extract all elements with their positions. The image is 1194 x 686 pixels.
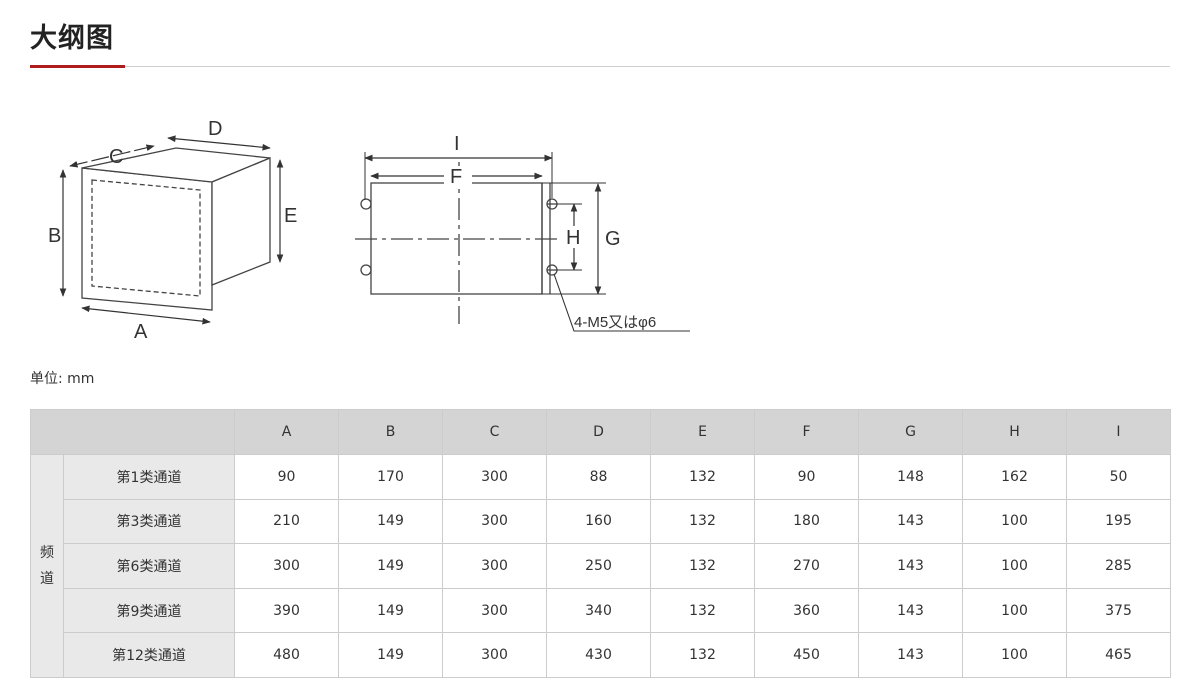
table-cell: 210 xyxy=(234,498,339,545)
table-cell: 100 xyxy=(962,587,1067,634)
table-cell: 340 xyxy=(546,587,651,634)
table-cell: 300 xyxy=(442,587,547,634)
table-cell: 50 xyxy=(1066,454,1171,500)
group-label: 频 道 xyxy=(30,454,64,678)
row-label: 第9类通道 xyxy=(63,587,235,634)
mounting-callout: 4-M5又はφ6 xyxy=(574,314,656,331)
header-cell: H xyxy=(962,409,1067,455)
table-cell: 300 xyxy=(442,498,547,545)
table-cell: 148 xyxy=(858,454,963,500)
table-cell: 300 xyxy=(442,632,547,678)
outline-diagram: B A C D E xyxy=(30,100,710,350)
table-cell: 88 xyxy=(546,454,651,500)
header-cell: D xyxy=(546,409,651,455)
table-cell: 132 xyxy=(650,587,755,634)
table-cell: 100 xyxy=(962,498,1067,545)
dim-label-b: B xyxy=(48,225,61,247)
table-cell: 149 xyxy=(338,587,443,634)
dim-label-c: C xyxy=(109,146,123,168)
header-cell: G xyxy=(858,409,963,455)
table-cell: 450 xyxy=(754,632,859,678)
table-header-row: A B C D E F G H I xyxy=(30,409,1171,455)
group-label-char: 频 xyxy=(40,544,54,561)
table-cell: 465 xyxy=(1066,632,1171,678)
table-row: 第9类通道 390 149 300 340 132 360 143 100 37… xyxy=(31,587,1171,634)
table-row: 频 道 第1类通道 90 170 300 88 132 90 148 162 5… xyxy=(30,454,1171,678)
table-cell: 132 xyxy=(650,632,755,678)
table-cell: 149 xyxy=(338,632,443,678)
table-cell: 195 xyxy=(1066,498,1171,545)
dim-label-i: I xyxy=(454,133,460,155)
dim-label-f: F xyxy=(450,166,462,188)
table-cell: 162 xyxy=(962,454,1067,500)
header-cell: F xyxy=(754,409,859,455)
table-cell: 300 xyxy=(442,454,547,500)
table-cell: 100 xyxy=(962,632,1067,678)
table-cell: 90 xyxy=(754,454,859,500)
dim-label-g: G xyxy=(605,228,621,250)
header-cell: E xyxy=(650,409,755,455)
dimension-table: A B C D E F G H I 频 道 第1类通道 90 170 300 8… xyxy=(30,409,1171,678)
table-cell: 149 xyxy=(338,543,443,589)
table-cell: 160 xyxy=(546,498,651,545)
dim-label-h: H xyxy=(566,227,580,249)
row-label: 第3类通道 xyxy=(63,498,235,545)
header-cell: B xyxy=(338,409,443,455)
isometric-box xyxy=(81,147,271,311)
table-cell: 132 xyxy=(650,498,755,545)
table-row: 第6类通道 300 149 300 250 132 270 143 100 28… xyxy=(31,543,1171,589)
table-cell: 430 xyxy=(546,632,651,678)
table-cell: 90 xyxy=(234,454,339,500)
table-cell: 143 xyxy=(858,498,963,545)
table-row: 第12类通道 480 149 300 430 132 450 143 100 4… xyxy=(31,632,1171,678)
table-cell: 170 xyxy=(338,454,443,500)
row-label: 第12类通道 xyxy=(63,632,235,678)
table-cell: 132 xyxy=(650,543,755,589)
outline-drawing: B A C D E xyxy=(48,118,690,343)
table-cell: 143 xyxy=(858,587,963,634)
header-cell: I xyxy=(1066,409,1171,455)
panel-front-view xyxy=(355,162,560,324)
table-cell: 300 xyxy=(442,543,547,589)
table-cell: 143 xyxy=(858,543,963,589)
table-cell: 250 xyxy=(546,543,651,589)
page-title: 大纲图 xyxy=(30,23,114,54)
title-accent-bar xyxy=(30,65,125,68)
row-label: 第6类通道 xyxy=(63,543,235,589)
title-divider xyxy=(30,66,1170,67)
table-cell: 300 xyxy=(234,543,339,589)
table-cell: 480 xyxy=(234,632,339,678)
table-cell: 143 xyxy=(858,632,963,678)
dim-label-e: E xyxy=(284,205,297,227)
group-label-char: 道 xyxy=(40,570,54,587)
header-cell: C xyxy=(442,409,547,455)
header-cell: A xyxy=(234,409,339,455)
table-cell: 270 xyxy=(754,543,859,589)
table-row: 第3类通道 210 149 300 160 132 180 143 100 19… xyxy=(31,498,1171,545)
row-label: 第1类通道 xyxy=(63,454,235,500)
table-cell: 390 xyxy=(234,587,339,634)
table-cell: 360 xyxy=(754,587,859,634)
table-cell: 132 xyxy=(650,454,755,500)
table-cell: 285 xyxy=(1066,543,1171,589)
table-cell: 180 xyxy=(754,498,859,545)
dim-label-a: A xyxy=(134,321,148,343)
dim-label-d: D xyxy=(208,118,222,140)
header-corner xyxy=(30,409,235,455)
table-cell: 149 xyxy=(338,498,443,545)
table-cell: 375 xyxy=(1066,587,1171,634)
table-cell: 100 xyxy=(962,543,1067,589)
unit-note: 单位: mm xyxy=(30,371,95,387)
